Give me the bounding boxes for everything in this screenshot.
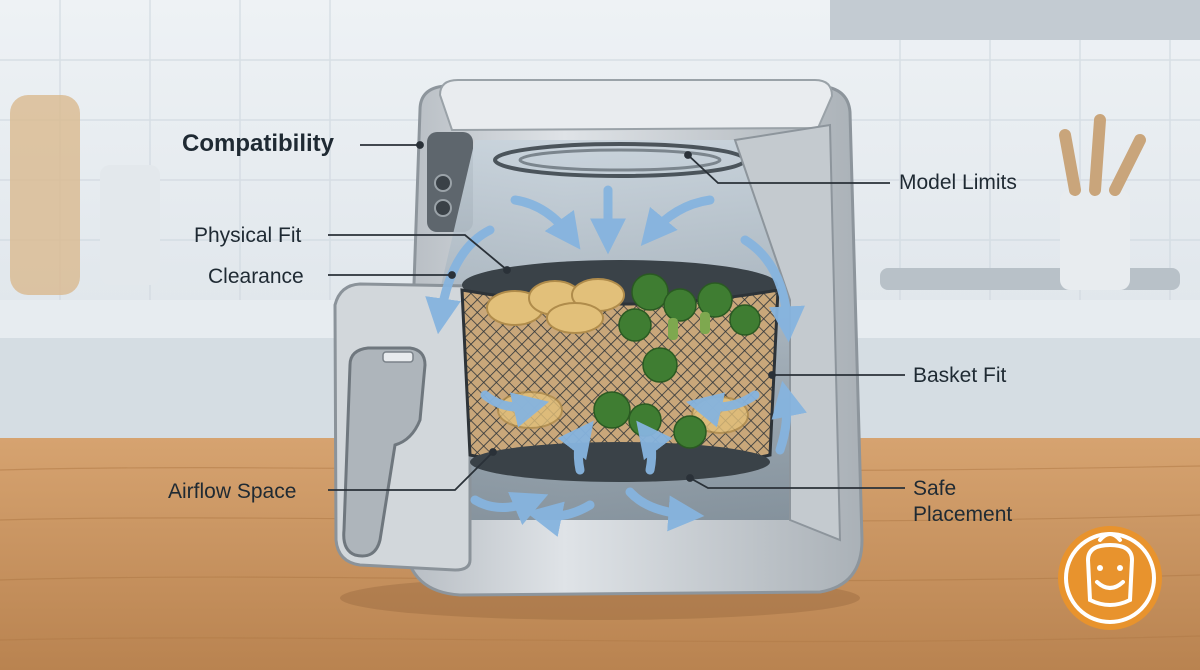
airflow-arrow-icon — [636, 420, 673, 475]
label-airflow-space: Airflow Space — [168, 480, 297, 503]
basket-base — [470, 442, 770, 482]
leader-physical-fit — [328, 234, 508, 271]
airflow-arrow-icon — [640, 195, 715, 247]
sink — [880, 268, 1180, 290]
label-safe-placement: Safe Placement — [913, 477, 1013, 526]
jar-left — [100, 165, 160, 285]
airflow-arrow-icon — [425, 225, 495, 335]
control-knob-bottom[interactable] — [434, 199, 452, 217]
label-model-limits: Model Limits — [899, 171, 1017, 194]
leader-lines — [328, 141, 905, 491]
airflow-arrow-icon — [510, 195, 581, 250]
range-hood — [830, 0, 1200, 40]
side-panel — [733, 123, 842, 542]
label-basket-fit: Basket Fit — [913, 364, 1007, 387]
leader-airflow-space — [328, 451, 494, 491]
label-clearance: Clearance — [208, 265, 304, 288]
airflow-arrow-icon — [525, 500, 595, 537]
utensil-jar — [1060, 190, 1130, 290]
compatibility-heading: Compatibility — [182, 130, 335, 157]
label-physical-fit: Physical Fit — [194, 224, 302, 247]
cutting-board — [10, 95, 80, 295]
airflow-arrow-icon — [771, 380, 807, 455]
drawer-release-button[interactable] — [382, 351, 414, 363]
airflow-arrow-icon — [740, 235, 805, 343]
airflow-arrow-icon — [685, 390, 760, 428]
drawer-handle[interactable] — [342, 346, 427, 558]
leader-safe-placement — [689, 477, 905, 489]
smiling-chef-badge-icon — [1058, 526, 1162, 630]
heating-coil — [518, 148, 722, 172]
leader-model-limits — [687, 154, 890, 184]
fryer-lid — [438, 79, 834, 132]
utensils — [1059, 114, 1146, 196]
airflow-arrows — [425, 185, 807, 537]
airflow-arrow-icon — [480, 390, 550, 428]
airflow-arrow-icon — [557, 420, 594, 475]
airflow-arrow-icon — [625, 487, 705, 532]
control-knob-top[interactable] — [434, 174, 452, 192]
